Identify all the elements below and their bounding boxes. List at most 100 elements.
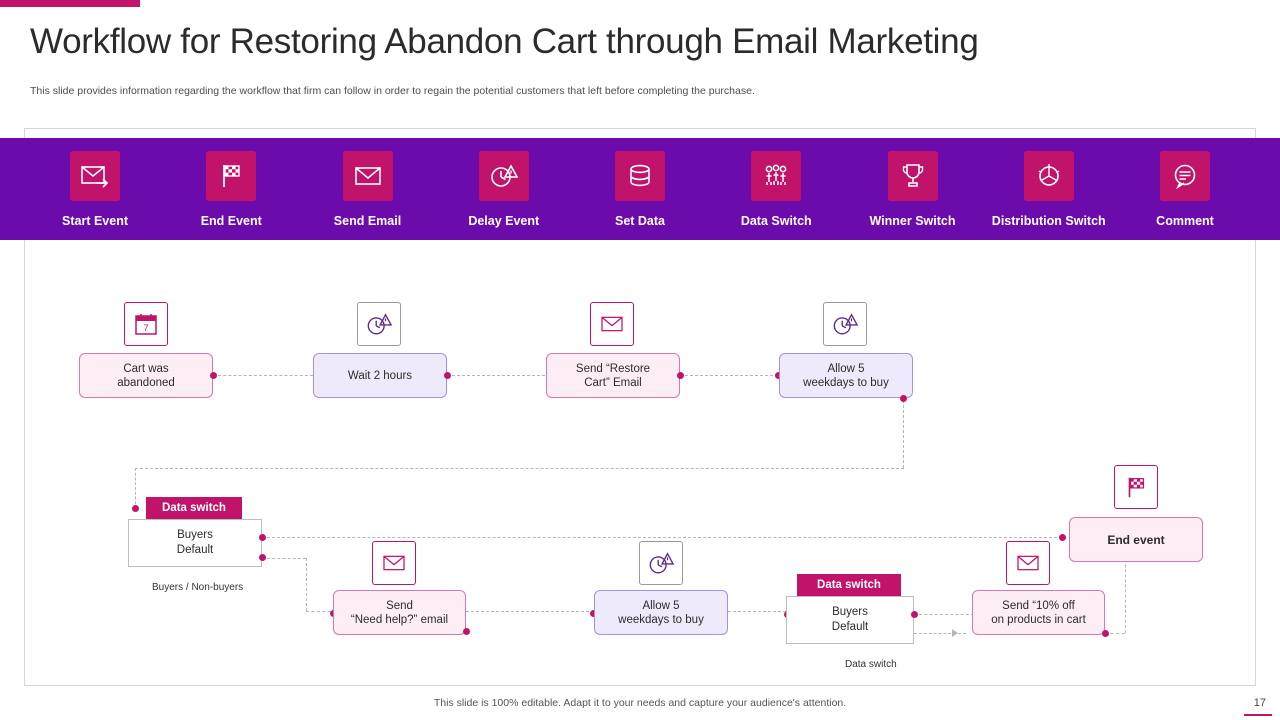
connector-n2-n3 <box>447 375 545 376</box>
legend-label: End Event <box>200 213 262 228</box>
node-label-line1: Cart was <box>123 362 169 375</box>
envelope-icon <box>1006 541 1050 585</box>
connector-switch1-default <box>262 558 306 559</box>
page-title: Workflow for Restoring Abandon Cart thro… <box>30 22 979 61</box>
endpoint-dot-end-event <box>1059 534 1066 541</box>
connector-switch2-default <box>914 633 966 634</box>
envelope-icon <box>590 302 634 346</box>
footer-note: This slide is 100% editable. Adapt it to… <box>433 697 847 709</box>
legend-item-winner-switch[interactable]: Winner Switch <box>852 150 974 228</box>
arrow-switch2-default <box>952 629 958 637</box>
node-send-10-percent-off[interactable]: Send “10% off on products in cart <box>972 590 1105 635</box>
node-label-line2: Cart” Email <box>584 376 642 389</box>
node-allow-5-weekdays-to-buy-1[interactable]: Allow 5 weekdays to buy <box>779 353 913 398</box>
legend-item-data-switch[interactable]: Data Switch <box>715 150 837 228</box>
node-port-dot <box>1102 630 1109 637</box>
node-label-line1: End event <box>1107 532 1165 547</box>
connector-n6-switch2 <box>728 611 786 612</box>
node-label-line1: Allow 5 <box>827 362 865 375</box>
page-number-rule <box>1244 714 1272 716</box>
workflow-diagram: 7 Cart was abandoned Wait 2 hours Send “… <box>0 240 1280 686</box>
node-label-line1: Wait 2 hours <box>347 369 413 382</box>
switch1-output-buyers-dot <box>259 534 266 541</box>
node-label-line1: Allow 5 <box>642 599 680 612</box>
connector-n7-up <box>1125 539 1126 633</box>
connector-n5-n6 <box>466 611 594 612</box>
legend-item-end-event[interactable]: End Event <box>170 150 292 228</box>
switch2-row-buyers: Buyers <box>832 606 868 618</box>
node-label-line1: Send <box>386 599 413 612</box>
top-accent-bar <box>0 0 140 7</box>
legend-label: Set Data <box>614 213 666 228</box>
trophy-icon <box>887 150 938 201</box>
checkered-flag-icon <box>1114 465 1158 509</box>
connector-switch1-default-to-n5 <box>306 611 336 612</box>
node-label-line2: “Need help?” email <box>350 613 449 626</box>
switch2-body[interactable]: Buyers Default <box>786 596 914 644</box>
legend-label: Winner Switch <box>869 213 956 228</box>
node-send-need-help-email[interactable]: Send “Need help?” email <box>333 590 466 635</box>
node-wait-2-hours[interactable]: Wait 2 hours <box>313 353 447 398</box>
connector-n4-down <box>903 375 904 468</box>
legend-bar: Start Event End Event Send Email Delay E… <box>0 138 1280 240</box>
distribution-icon <box>1023 150 1074 201</box>
connector-switch1-default-down <box>306 558 307 611</box>
node-port-dot <box>775 372 782 379</box>
connector-switch2-buyers <box>914 614 974 615</box>
envelope-arrow-icon <box>70 150 120 201</box>
calendar-icon: 7 <box>124 302 168 346</box>
node-label-line1: Send “Restore <box>575 362 651 375</box>
legend-item-set-data[interactable]: Set Data <box>579 150 701 228</box>
node-label-line2: on products in cart <box>991 613 1086 626</box>
switch2-output-buyers-dot <box>911 611 918 618</box>
node-label-line2: weekdays to buy <box>618 613 704 626</box>
node-send-restore-cart-email[interactable]: Send “Restore Cart” Email <box>546 353 680 398</box>
node-port-dot <box>210 372 217 379</box>
page-number: 17 <box>1253 697 1266 709</box>
legend-label: Data Switch <box>740 213 812 228</box>
node-label-line2: abandoned <box>117 376 175 389</box>
node-port-dot <box>900 395 907 402</box>
node-cart-was-abandoned[interactable]: Cart was abandoned <box>79 353 213 398</box>
connector-switch1-buyers-to-end <box>262 537 1062 538</box>
clock-alert-icon <box>639 541 683 585</box>
connector-n3-n4 <box>680 375 778 376</box>
connector-n1-n2 <box>213 375 313 376</box>
checkered-flag-icon <box>206 150 257 201</box>
node-allow-5-weekdays-to-buy-2[interactable]: Allow 5 weekdays to buy <box>594 590 728 635</box>
switch2-row-default: Default <box>831 621 869 633</box>
legend-label: Start Event <box>62 213 128 228</box>
switch1-row-buyers: Buyers <box>177 529 213 541</box>
node-label-line2: weekdays to buy <box>803 376 889 389</box>
svg-text:7: 7 <box>143 323 148 333</box>
switch1-body[interactable]: Buyers Default <box>128 519 262 567</box>
comment-icon <box>1160 150 1210 201</box>
switch1-row-default: Default <box>176 544 214 556</box>
envelope-icon <box>342 150 393 201</box>
switch1-title: Data switch <box>146 497 242 519</box>
node-label-line1: Send “10% off <box>1002 599 1075 612</box>
clock-alert-icon <box>357 302 401 346</box>
node-port-dot <box>677 372 684 379</box>
node-port-dot <box>463 628 470 635</box>
switch1-output-default-dot <box>259 554 266 561</box>
people-icon <box>751 150 802 201</box>
database-icon <box>615 150 665 201</box>
legend-item-start-event[interactable]: Start Event <box>34 150 156 228</box>
legend-item-send-email[interactable]: Send Email <box>307 150 429 228</box>
clock-alert-icon <box>823 302 867 346</box>
connector-n7-right <box>1105 633 1125 634</box>
switch1-input-dot <box>132 505 139 512</box>
legend-item-comment[interactable]: Comment <box>1124 150 1246 228</box>
legend-label: Distribution Switch <box>991 213 1106 228</box>
legend-item-distribution-switch[interactable]: Distribution Switch <box>988 150 1110 228</box>
node-end-event[interactable]: End event <box>1069 517 1203 562</box>
envelope-icon <box>372 541 416 585</box>
legend-label: Send Email <box>333 213 402 228</box>
legend-item-delay-event[interactable]: Delay Event <box>443 150 565 228</box>
legend-label: Delay Event <box>468 213 540 228</box>
connector-down-to-switch <box>135 468 136 509</box>
page-subtitle: This slide provides information regardin… <box>30 85 755 97</box>
clock-alert-icon <box>478 150 529 201</box>
switch1-caption: Buyers / Non-buyers <box>152 582 244 593</box>
